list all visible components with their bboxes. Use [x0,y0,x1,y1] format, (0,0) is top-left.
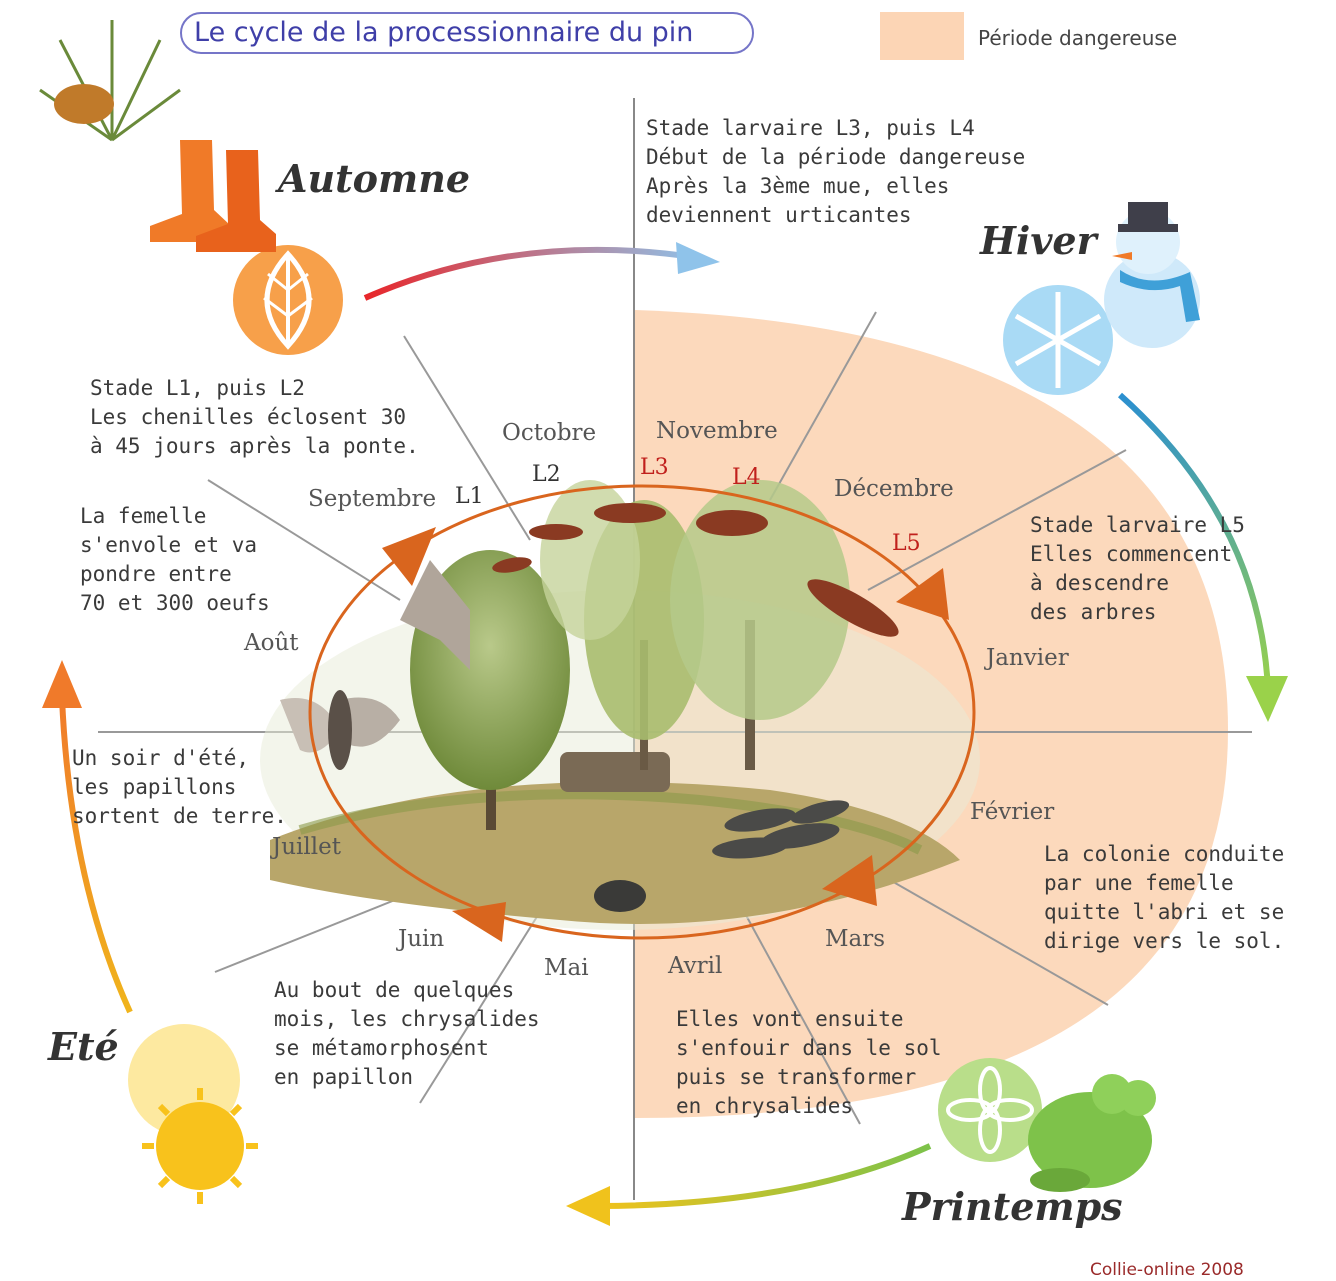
season-summer: Eté [48,1024,119,1069]
stage-l5: L5 [892,531,921,556]
month-october: Octobre [502,420,596,446]
legend-swatch [880,12,964,60]
month-may: Mai [544,955,589,981]
month-february: Février [970,799,1054,825]
season-autumn: Automne [278,156,470,201]
snowflake-icon [1003,285,1113,395]
note-moths: Un soir d'été, les papillons sortent de … [72,744,287,831]
month-march: Mars [825,926,885,952]
frog-icon [1028,1074,1156,1192]
flower-icon [938,1058,1042,1162]
stage-l1: L1 [455,484,484,509]
note-colony: La colonie conduite par une femelle quit… [1044,840,1284,956]
spring-arrow [600,1146,930,1206]
month-june: Juin [398,926,444,952]
summer-arrowhead [42,660,82,708]
month-november: Novembre [656,418,778,444]
note-female: La femelle s'envole et va pondre entre 7… [80,502,270,618]
spring-arrowhead [566,1186,610,1226]
note-l3-l4: Stade larvaire L3, puis L4 Début de la p… [646,114,1025,230]
leaf-icon [233,245,343,355]
note-l5: Stade larvaire L5 Elles commencent à des… [1030,511,1245,627]
autumn-arrow [365,250,700,298]
month-april: Avril [668,953,722,979]
month-july: Juillet [272,834,341,860]
month-august: Août [244,630,299,656]
note-metamorphosis: Au bout de quelques mois, les chrysalide… [274,976,540,1092]
legend-label: Période dangereuse [978,26,1177,50]
month-september: Septembre [308,486,436,512]
stage-l2: L2 [532,462,561,487]
note-burrow: Elles vont ensuite s'enfouir dans le sol… [676,1005,942,1121]
note-l1-l2: Stade L1, puis L2 Les chenilles éclosent… [90,374,419,461]
season-spring: Printemps [902,1184,1123,1229]
page-title: Le cycle de la processionnaire du pin [180,12,754,54]
stage-l4: L4 [732,465,761,490]
winter-arrowhead [1246,676,1288,722]
stage-l3: L3 [640,455,669,480]
month-december: Décembre [834,476,954,502]
month-january: Janvier [986,645,1069,671]
snowman-icon [1104,202,1200,348]
pine-branch-icon [40,20,180,140]
sun-icon [128,1024,258,1204]
boots-icon [150,140,276,252]
autumn-arrowhead [676,242,720,274]
buried-chrysalis [594,880,646,912]
credit: Collie-online 2008 [1090,1260,1244,1280]
